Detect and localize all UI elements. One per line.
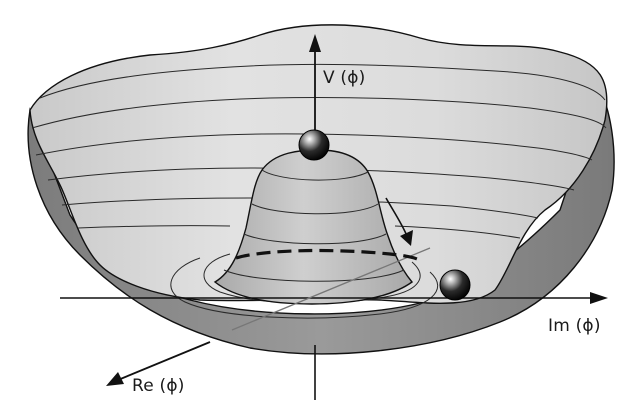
ball-at-top (298, 129, 330, 161)
v-axis-arrowhead (309, 34, 321, 52)
rolling-direction-arrow (385, 197, 408, 237)
re-axis-label: Re (ϕ) (132, 376, 185, 396)
re-axis-arrowhead (106, 372, 124, 386)
ball-in-trough (439, 269, 471, 301)
central-hump (213, 149, 414, 305)
v-axis-label: V (ϕ) (323, 68, 366, 88)
re-axis (117, 341, 211, 381)
hump-contours (223, 169, 405, 282)
trough-dashed-path (235, 248, 424, 264)
im-axis-arrowhead (590, 292, 608, 304)
im-axis-label: Im (ϕ) (548, 316, 601, 336)
re-axis-hidden-part (231, 247, 431, 331)
rolling-arrowhead (400, 230, 413, 246)
